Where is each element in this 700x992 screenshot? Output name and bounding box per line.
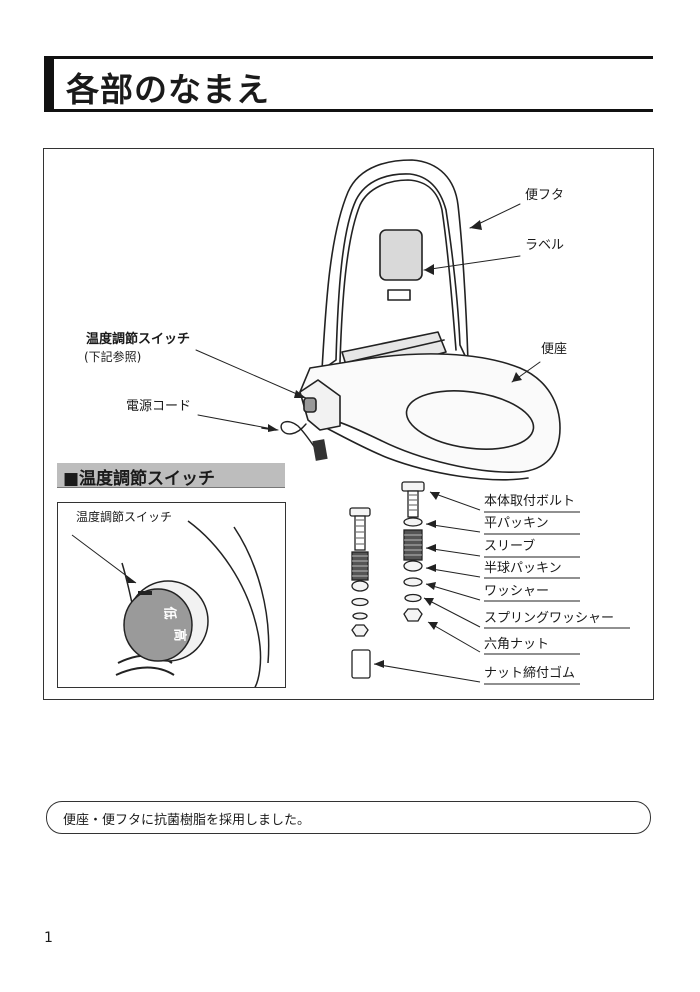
page-number: 1 (44, 930, 53, 946)
lid-label (379, 229, 423, 281)
part-label-sleeve: スリーブ (484, 539, 536, 554)
parts-diagram-frame (43, 148, 654, 700)
inset-title: ■温度調節スイッチ (63, 469, 216, 489)
seat-hole (405, 390, 535, 450)
lid-label-small (387, 289, 411, 301)
temp-switch-knob (303, 397, 317, 413)
temp-switch-closeup (71, 520, 270, 687)
inset-callout: 温度調節スイッチ (76, 510, 173, 524)
temp-switch-inset: 温度調節スイッチ 低 高 (57, 502, 286, 688)
part-label-hex-nut: 六角ナット (484, 637, 550, 652)
label-power-cord: 電源コード (126, 399, 192, 414)
title-accent-bar (44, 59, 54, 109)
page-title: 各部のなまえ (66, 70, 270, 109)
dial-mark-low: 低 (161, 606, 177, 620)
control-unit (299, 379, 341, 431)
note-text: 便座・便フタに抗菌樹脂を採用しました。 (63, 813, 311, 828)
parts-column-right (401, 481, 425, 622)
part-label-nut-rubber: ナット締付ゴム (484, 666, 576, 681)
dial-mark-high: 高 (171, 628, 187, 642)
part-label-hemisphere-packing: 半球パッキン (484, 561, 562, 576)
page-title-box: 各部のなまえ (44, 56, 653, 112)
part-label-washer: ワッシャー (484, 584, 550, 599)
label-temp-switch-ref: (下記参照) (84, 350, 142, 364)
seat-outline (299, 353, 561, 473)
part-label-flat-packing: 平パッキン (484, 516, 549, 531)
antibacterial-note: 便座・便フタに抗菌樹脂を採用しました。 (46, 801, 651, 834)
part-label-spring-washer: スプリングワッシャー (484, 611, 615, 626)
dial-face (123, 588, 193, 662)
power-cord (280, 420, 319, 453)
label-temp-switch: 温度調節スイッチ (86, 332, 191, 347)
lid-inner (339, 179, 457, 363)
parts-column-left (349, 507, 371, 679)
label-lid: 便フタ (525, 188, 565, 203)
inset-title-bar: ■温度調節スイッチ (57, 463, 285, 489)
part-label-body-bolt: 本体取付ボルト (484, 494, 576, 509)
label-sticker: ラベル (525, 238, 565, 253)
label-seat: 便座 (541, 342, 568, 357)
